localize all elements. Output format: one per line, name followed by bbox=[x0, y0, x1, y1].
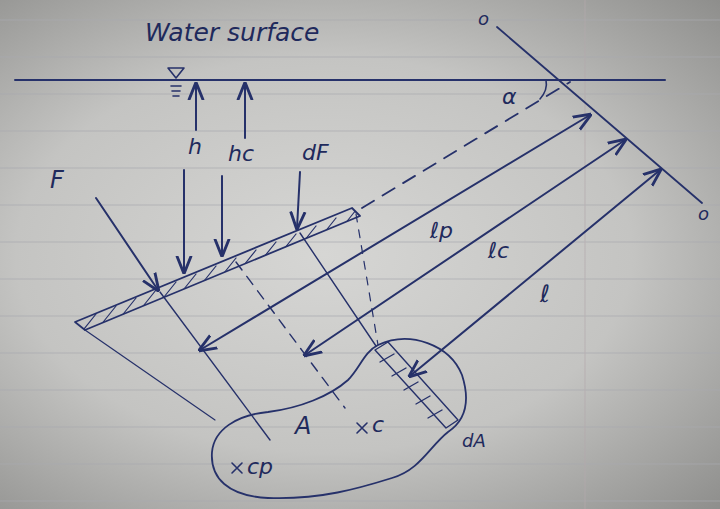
depth-label: hc bbox=[228, 143, 254, 165]
axis-label: o bbox=[478, 10, 489, 28]
inclined-plate bbox=[75, 208, 360, 330]
water-surface-line bbox=[15, 79, 665, 81]
area-label: dA bbox=[462, 432, 486, 450]
lc-arrow bbox=[305, 140, 625, 355]
centroid-mark bbox=[357, 423, 367, 433]
angle-label: α bbox=[502, 86, 517, 108]
projection-line bbox=[85, 330, 215, 420]
pressure-centre-mark bbox=[232, 463, 242, 473]
area-label: A bbox=[295, 414, 311, 438]
l-arrow bbox=[410, 170, 660, 376]
length-label: ℓp bbox=[430, 220, 453, 242]
df-arrow bbox=[297, 172, 300, 228]
area-strip bbox=[375, 342, 458, 428]
projection-line bbox=[356, 214, 378, 345]
plate-hatching bbox=[80, 210, 356, 334]
force-label: dF bbox=[302, 142, 329, 164]
depth-label: h bbox=[188, 136, 202, 158]
lp-arrow bbox=[200, 115, 590, 350]
length-label: ℓc bbox=[488, 240, 509, 262]
point-label: cp bbox=[247, 456, 273, 478]
h-arrow bbox=[195, 84, 197, 130]
o-o-axis bbox=[497, 27, 702, 203]
projection-line bbox=[236, 262, 345, 408]
hc-arrow bbox=[221, 176, 223, 255]
point-label: c bbox=[372, 414, 384, 436]
angle-arc bbox=[540, 80, 546, 99]
f-arrow bbox=[96, 198, 158, 290]
area-outline bbox=[212, 339, 466, 498]
h-arrow bbox=[183, 170, 185, 272]
axis-label: o bbox=[698, 205, 709, 223]
force-label: F bbox=[50, 168, 64, 192]
water-level-symbol bbox=[168, 68, 184, 96]
length-label: ℓ bbox=[540, 282, 550, 306]
projection-line bbox=[160, 292, 270, 440]
hc-arrow bbox=[244, 84, 246, 138]
title-note: Water surface bbox=[145, 20, 319, 45]
